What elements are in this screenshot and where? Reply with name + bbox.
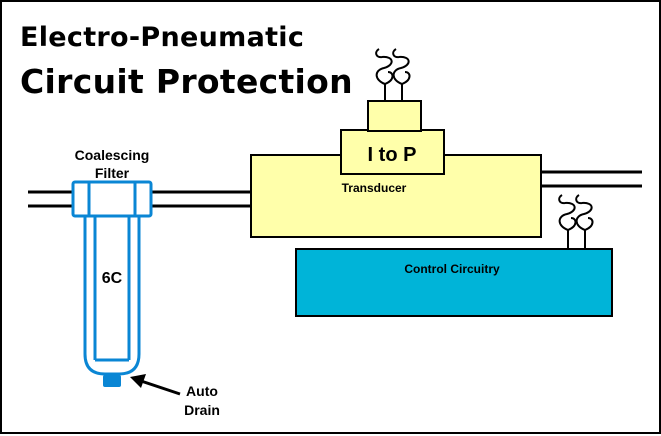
auto-drain-arrow bbox=[130, 374, 181, 396]
air-line-outlet bbox=[540, 170, 642, 188]
title-line-1: Electro-Pneumatic bbox=[20, 22, 305, 53]
filter-label-line-2: Filter bbox=[95, 165, 130, 181]
filter-label-line-1: Coalescing bbox=[75, 147, 150, 163]
auto-drain-fitting bbox=[103, 375, 121, 387]
control-circuitry-box bbox=[295, 248, 613, 317]
air-line-filter-to-transducer bbox=[150, 190, 252, 208]
transducer-wires bbox=[375, 48, 411, 101]
control-circuitry-label: Control Circuitry bbox=[404, 262, 500, 276]
transducer-label: Transducer bbox=[342, 181, 407, 195]
transducer-connector bbox=[367, 100, 422, 132]
auto-drain-label-line-2: Drain bbox=[184, 402, 220, 418]
auto-drain-label-line-1: Auto bbox=[186, 383, 218, 399]
i-to-p-label: I to P bbox=[368, 144, 417, 166]
coalescing-filter bbox=[71, 180, 153, 376]
air-line-inlet bbox=[28, 190, 74, 208]
title-line-2: Circuit Protection bbox=[20, 62, 353, 101]
filter-model-label: 6C bbox=[102, 270, 123, 287]
control-wires bbox=[558, 194, 594, 249]
